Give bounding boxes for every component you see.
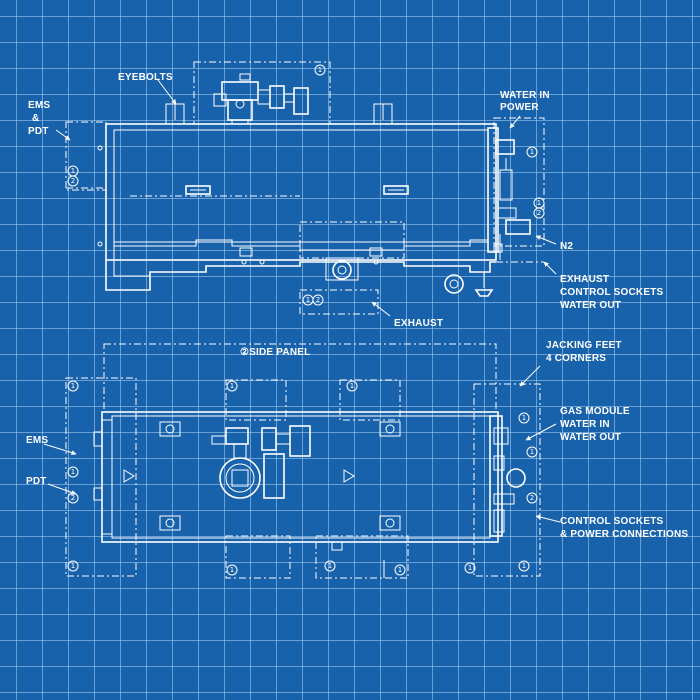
jacking-foot-top [474,272,494,297]
marker-plan-7: 2 [526,492,538,504]
label-n2: N2 [560,241,573,252]
marker-plan-3: 1 [346,380,358,392]
marker-plan-12: 1 [394,564,406,576]
right-fittings [487,127,531,260]
exhaust-outlet [325,257,359,281]
svg-text:1: 1 [398,566,402,574]
label-control-1: CONTROL SOCKETS [560,516,664,527]
label-power: POWER [500,102,539,113]
svg-text:1: 1 [71,468,75,476]
marker-right-2: 2 [533,207,545,219]
flow-arrow-left [123,469,135,483]
plan-cabinet-outline [101,411,499,543]
top-service-zone [193,61,331,125]
svg-text:1: 1 [306,296,310,304]
label-eyebolts: EYEBOLTS [118,72,173,83]
marker-plan-14: 1 [464,562,476,574]
eyebolt-left [165,103,185,125]
corner-foot-tl [159,421,181,437]
handle-left [185,185,211,195]
label-exhaust-sockets-3: WATER OUT [560,300,621,311]
label-exhaust-sockets-2: CONTROL SOCKETS [560,287,664,298]
svg-text:1: 1 [350,382,354,390]
corner-foot-br [379,515,401,531]
svg-text:1: 1 [537,199,541,207]
marker-plan-5: 1 [67,466,79,478]
ems-zone-top [65,121,107,191]
marker-top-1: 1 [314,64,326,76]
svg-text:2: 2 [537,209,541,217]
svg-text:1: 1 [328,562,332,570]
svg-text:1: 1 [71,562,75,570]
flow-arrow-right [343,469,355,483]
caster-wheel [444,274,464,294]
label-jacking-1: JACKING FEET [546,340,622,351]
label-gas-2: WATER IN [560,419,610,430]
marker-plan-10: 1 [226,564,238,576]
plan-flange [219,457,261,499]
svg-text:1: 1 [522,562,526,570]
label-amp: & [32,113,39,124]
svg-text:2: 2 [71,494,75,502]
svg-text:1: 1 [530,448,534,456]
corner-foot-tr [379,421,401,437]
marker-plan-11: 1 [324,560,336,572]
label-exhaust: EXHAUST [394,318,443,329]
plan-view: 1 1 1 1 1 1 2 2 1 1 1 1 1 1 ②SIDE PANEL … [26,340,688,579]
label-control-2: & POWER CONNECTIONS [560,529,688,540]
marker-plan-13: 1 [518,560,530,572]
lower-service-zone [299,221,405,259]
marker-plan-4: 1 [518,412,530,424]
svg-text:1: 1 [71,382,75,390]
label-gas-3: WATER OUT [560,432,621,443]
svg-text:2: 2 [71,177,75,185]
svg-text:1: 1 [71,167,75,175]
marker-exhaust-1: 1 [302,294,314,306]
svg-text:1: 1 [230,382,234,390]
marker-plan-9: 1 [67,560,79,572]
label-pdt-bottom: PDT [26,476,47,487]
marker-plan-1: 1 [67,380,79,392]
cabinet-outline [105,123,497,261]
svg-text:1: 1 [468,564,472,572]
svg-text:1: 1 [522,414,526,422]
label-exhaust-sockets-1: EXHAUST [560,274,609,285]
svg-text:1: 1 [318,66,322,74]
marker-exhaust-2: 2 [312,294,324,306]
svg-text:1: 1 [230,566,234,574]
label-ems-bottom: EMS [26,435,48,446]
plan-right-fittings [489,415,526,537]
marker-plan-2: 1 [226,380,238,392]
exhaust-zone [299,289,379,315]
label-pdt-top: PDT [28,126,49,137]
marker-ems-1: 1 [67,165,79,177]
base-profile [105,260,496,291]
top-valve-assembly [213,73,309,124]
label-jacking-2: 4 CORNERS [546,353,606,364]
marker-right-1: 1 [533,197,545,209]
svg-text:2: 2 [530,494,534,502]
handle-right [383,185,409,195]
label-side-panel: ②SIDE PANEL [240,347,310,358]
svg-text:1: 1 [530,148,534,156]
label-gas-1: GAS MODULE [560,406,630,417]
left-clearance-zone [65,377,137,577]
marker-water-1: 1 [526,146,538,158]
label-water-in: WATER IN [500,90,550,101]
marker-ems-2: 2 [67,175,79,187]
top-elevation-view: 1 1 2 1 1 2 1 2 EYEBOLTS EMS & PDT WATER… [28,61,664,329]
marker-plan-6: 1 [526,446,538,458]
right-service-zone [493,117,545,247]
cabinet-inner-panel [113,129,489,243]
right-clearance-zone [473,383,541,577]
marker-plan-8: 2 [67,492,79,504]
label-ems-top: EMS [28,100,50,111]
plan-valve-assembly [211,425,311,499]
svg-text:2: 2 [316,296,320,304]
eyebolt-right [373,103,393,125]
corner-foot-bl [159,515,181,531]
